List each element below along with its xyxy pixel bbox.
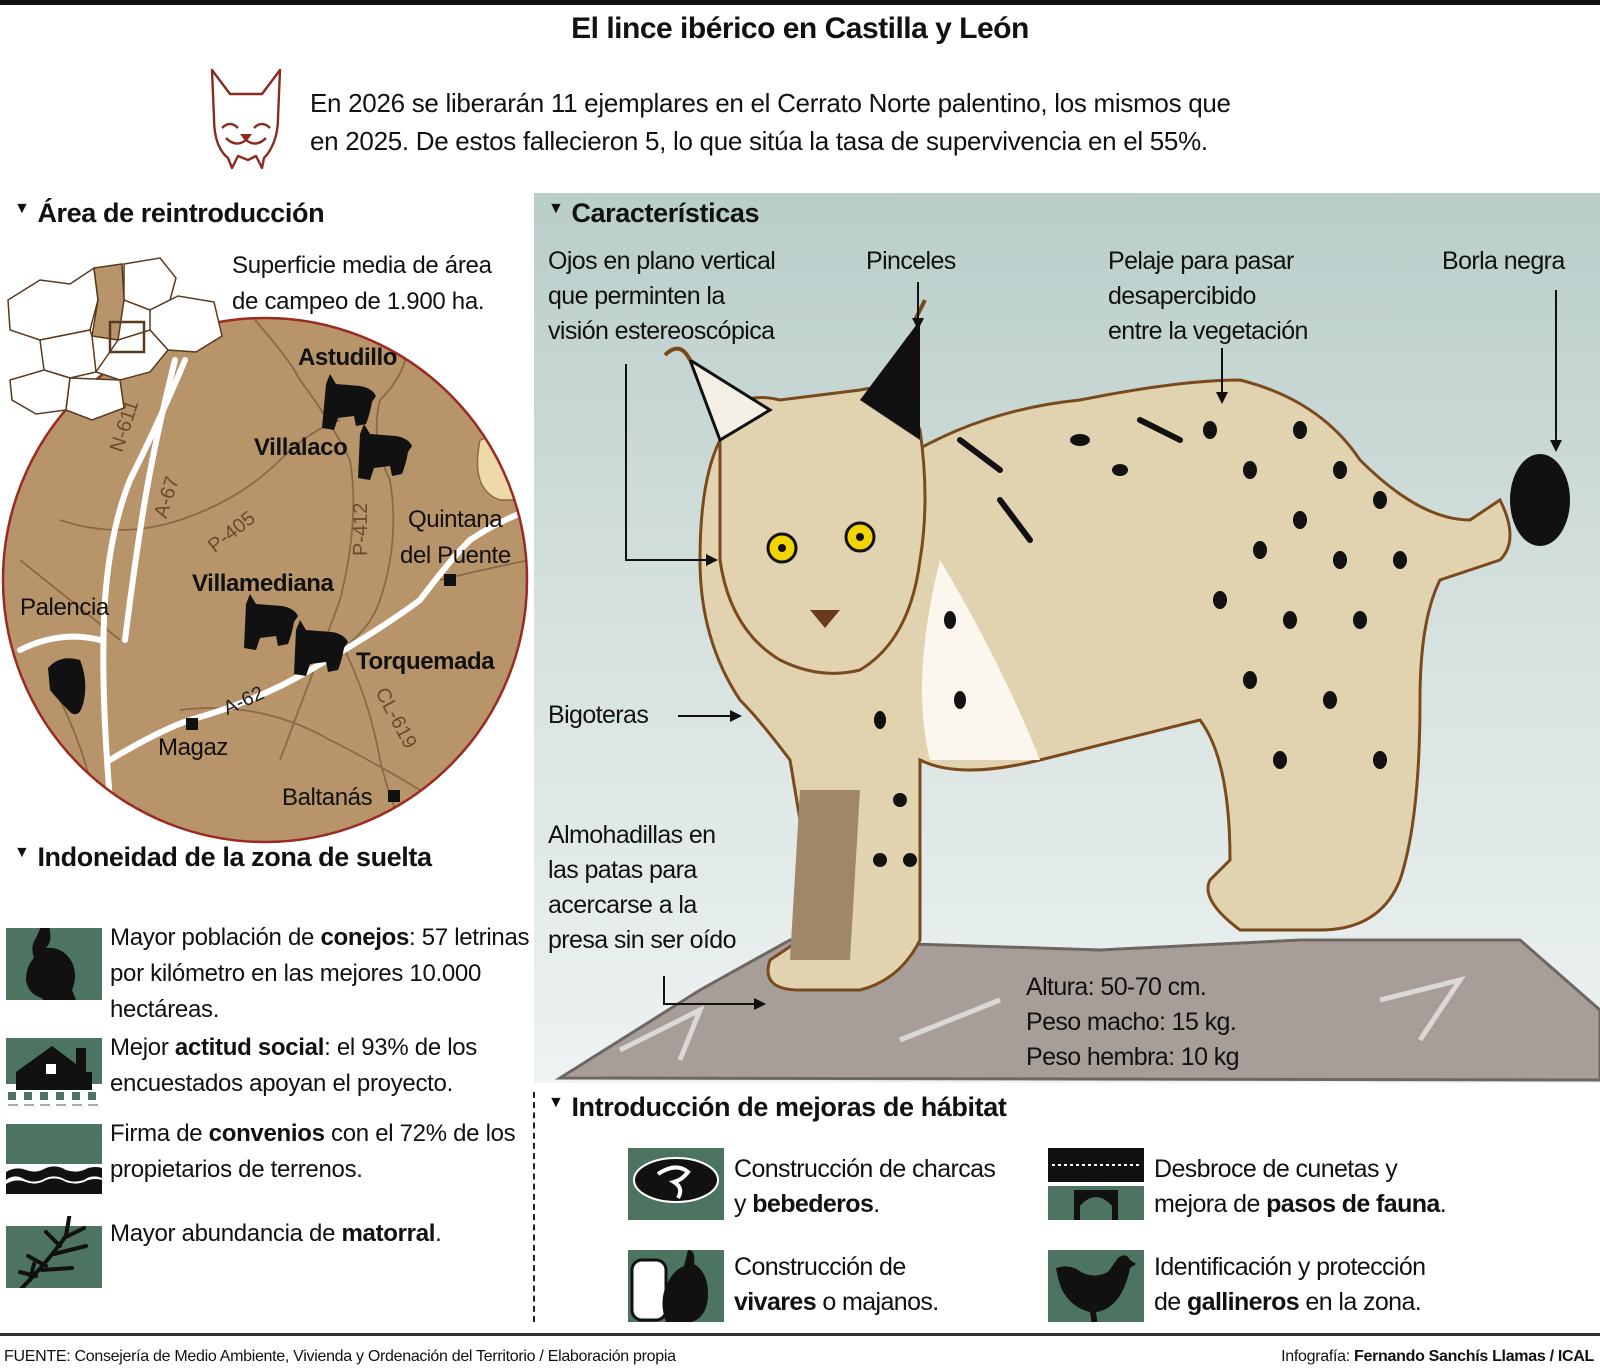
triangle-icon: ▼ [548, 1094, 564, 1111]
shrub-icon [6, 1216, 102, 1288]
place-villamediana: Villamediana [192, 570, 334, 597]
pond-icon [628, 1148, 724, 1220]
reintroduction-map [1, 257, 529, 844]
label-paw-pads: Almohadillas en las patas para acercarse… [548, 821, 737, 954]
label-whiskers: Bigoteras [548, 701, 649, 729]
place-villalaco: Villalaco [254, 434, 348, 461]
place-baltanas: Baltanás [282, 784, 373, 811]
page-title: El lince ibérico en Castilla y León [571, 12, 1029, 45]
field-icon [6, 1124, 102, 1194]
dashed-divider [533, 1092, 535, 1322]
list-item: Mejor actitud social: el 93% de los encu… [6, 1034, 477, 1108]
place-quintana: Quintana [408, 506, 503, 533]
bottom-rule [0, 1333, 1600, 1336]
habitat-item-4: Identificación y protección de gallinero… [1154, 1253, 1426, 1316]
label-ear-tufts: Pinceles [866, 247, 956, 275]
characteristics-heading: ▼ Características [548, 198, 760, 228]
place-magaz: Magaz [158, 734, 229, 761]
triangle-icon: ▼ [14, 844, 30, 861]
warren-icon [628, 1250, 724, 1322]
lynx-illustration [554, 282, 1600, 1082]
rabbit-icon [6, 928, 102, 1000]
list-item: Mayor población de conejos: 57 letrinas … [6, 924, 530, 1023]
intro-text: En 2026 se liberarán 11 ejemplares en el… [310, 88, 1231, 156]
place-torquemada: Torquemada [356, 648, 495, 675]
lynx-stats: Altura: 50-70 cm. Peso macho: 15 kg. Pes… [1026, 973, 1240, 1071]
credit-text: Infografía: Fernando Sanchís Llamas / IC… [1281, 1348, 1594, 1365]
top-rule [0, 0, 1600, 5]
habitat-item-3: Construcción de vivares o majanos. [734, 1253, 939, 1316]
hen-icon [1048, 1250, 1144, 1322]
triangle-icon: ▼ [548, 200, 564, 217]
list-item: Firma de convenios con el 72% de los pro… [6, 1120, 516, 1196]
wildlife-crossing-icon [1048, 1148, 1144, 1220]
habitat-item-1: Construcción de charcas y bebederos. [734, 1155, 996, 1218]
habitat-item-2: Desbroce de cunetas y mejora de pasos de… [1154, 1155, 1447, 1218]
place-quintana-2: del Puente [400, 542, 511, 569]
label-eyes: Ojos en plano vertical que perminten la … [548, 247, 776, 345]
triangle-icon: ▼ [14, 200, 30, 217]
label-tail-tip: Borla negra [1442, 247, 1565, 275]
road-p412: P-412 [350, 502, 372, 556]
area-note: Superficie media de área de campeo de 1.… [232, 252, 492, 315]
place-astudillo: Astudillo [298, 344, 398, 371]
house-icon [6, 1038, 102, 1106]
source-text: FUENTE: Consejería de Medio Ambiente, Vi… [4, 1348, 676, 1365]
habitat-heading: ▼ Introducción de mejoras de hábitat [548, 1092, 1007, 1122]
lynx-head-icon [210, 68, 282, 170]
area-heading: ▼ Área de reintroducción [14, 198, 325, 228]
label-coat: Pelaje para pasar desapercibido entre la… [1108, 247, 1308, 345]
list-item: Mayor abundancia de matorral. [6, 1216, 442, 1288]
place-palencia: Palencia [20, 594, 109, 621]
suitability-heading: ▼ Indoneidad de la zona de suelta [14, 842, 432, 872]
